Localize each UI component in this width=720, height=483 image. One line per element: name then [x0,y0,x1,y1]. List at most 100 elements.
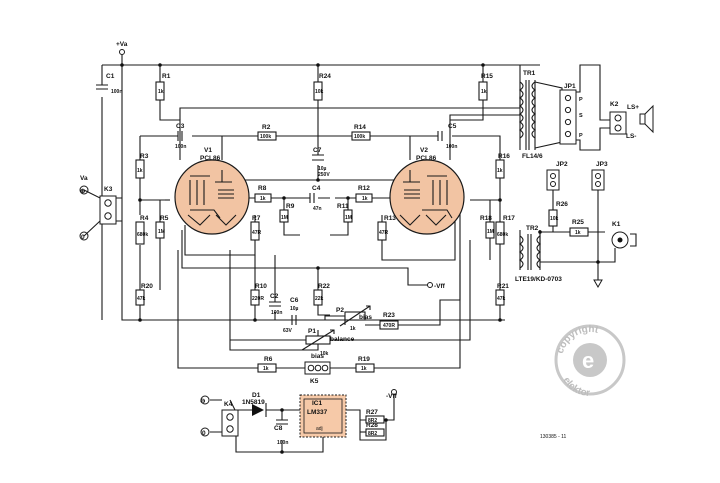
d1-label: D1 [252,392,261,399]
c8-plates [276,419,288,425]
transformer-tr1 [519,80,536,150]
lsm-label: LS- [626,133,636,140]
v1-type: PCL86 [200,155,221,162]
k1-label: K1 [612,221,621,228]
jp1-p1: P [579,97,583,103]
c5-plates [437,131,443,141]
c2-label: C2 [270,293,279,300]
ic1-type: LM337 [307,409,328,416]
c8-value: 100n [277,440,288,446]
tr2-label: TR2 [526,225,539,232]
d1-value: 1N5819 [242,399,265,406]
r22-label: R22 [318,283,330,290]
c7-plates [312,154,324,161]
loudspeaker-icon [639,104,654,134]
r16-value: 1k [497,168,503,174]
c3-value: 100n [175,144,186,150]
r6-value: 1k [263,366,269,372]
r13-label: R13 [384,215,396,222]
va-top-label: +Va [116,41,128,48]
c1-value: 100n [111,89,122,95]
c8-label: C8 [274,425,283,432]
r3-label: R3 [140,153,149,160]
c5-value: 100n [446,144,457,150]
r12-value: 1k [362,196,368,202]
connector-k3 [79,185,117,241]
fl-label: FL14/6 [522,153,543,160]
transformer-tr2 [519,234,541,270]
va-left-label: Va [80,175,88,182]
tube-v1 [174,159,250,235]
balance-label: balance [330,336,355,343]
k2-label: K2 [610,101,619,108]
copyright-logo-icon: e copyright elektor [554,324,626,399]
r21-value: 47k [497,296,506,302]
input-jack-icon [611,231,637,249]
r27-value: 8R2 [368,418,377,424]
jp1-p2: P [579,133,583,139]
c6-value-1: 10µ [290,306,299,312]
v2-label: V2 [420,147,428,154]
r23-value: 470R [383,323,395,329]
k5-label: K5 [310,378,319,385]
r24-label: R24 [319,73,331,80]
k4-label: K4 [224,401,233,408]
connector-jp1 [559,89,577,145]
v2-type: PCL86 [416,155,437,162]
r26-value: 10k [550,216,559,222]
r13-value: 47R [379,230,389,236]
junctions [120,63,600,454]
minus-k4-label: ⊖ [200,398,206,405]
r15-label: R15 [481,73,493,80]
r20-value: 47k [137,296,146,302]
jp1-s: S [579,113,583,119]
lte-label: LTE19/KD-0703 [515,276,562,283]
c4-plates [309,193,315,203]
r19-label: R19 [358,356,370,363]
r2-label: R2 [262,124,271,131]
plus-k3-label: ⊕ [80,188,86,195]
p2-label: P2 [336,307,344,314]
connector-k4 [200,395,239,437]
capacitors [96,84,443,425]
vff-right-label: -Vff [434,283,446,290]
jp3-label: JP3 [596,161,608,168]
r17-label: R17 [503,215,515,222]
c6-plates [291,315,297,325]
r17-value: 680k [497,232,508,238]
c7-value-2: 250V [318,172,330,178]
zero-k4-label: 0 [202,430,206,437]
r22-value: 22k [315,296,324,302]
r9-value: 1M [281,215,288,221]
r12-label: R12 [358,185,370,192]
svg-text:elektor: elektor [561,375,591,399]
r25-value: 1k [575,230,581,236]
vff-terminal [119,49,433,395]
r23-label: R23 [383,312,395,319]
v1-label: V1 [204,147,212,154]
lsp-label: LS+ [627,104,639,111]
c3-label: C3 [176,123,185,130]
c1-plates [96,84,108,90]
r26-label: R26 [556,201,568,208]
tube-v2 [389,159,465,235]
r10-label: R10 [255,283,267,290]
svg-text:e: e [582,348,594,373]
r28-value: 8R2 [368,431,377,437]
c4-label: C4 [312,185,321,192]
p1-label: P1 [308,328,316,335]
r28-label: R28 [366,422,378,429]
wires [83,55,616,453]
r25-label: R25 [572,219,584,226]
r4-label: R4 [140,215,149,222]
k3-label: K3 [104,186,113,193]
bias1-label: bias [359,314,372,321]
r5-value: 1M [158,229,165,235]
r19-value: 1k [361,366,367,372]
r20-label: R20 [141,283,153,290]
c7-label: C7 [313,147,322,154]
c1-label: C1 [106,73,115,80]
c3-plates [177,131,183,141]
potentiometers [301,305,371,351]
